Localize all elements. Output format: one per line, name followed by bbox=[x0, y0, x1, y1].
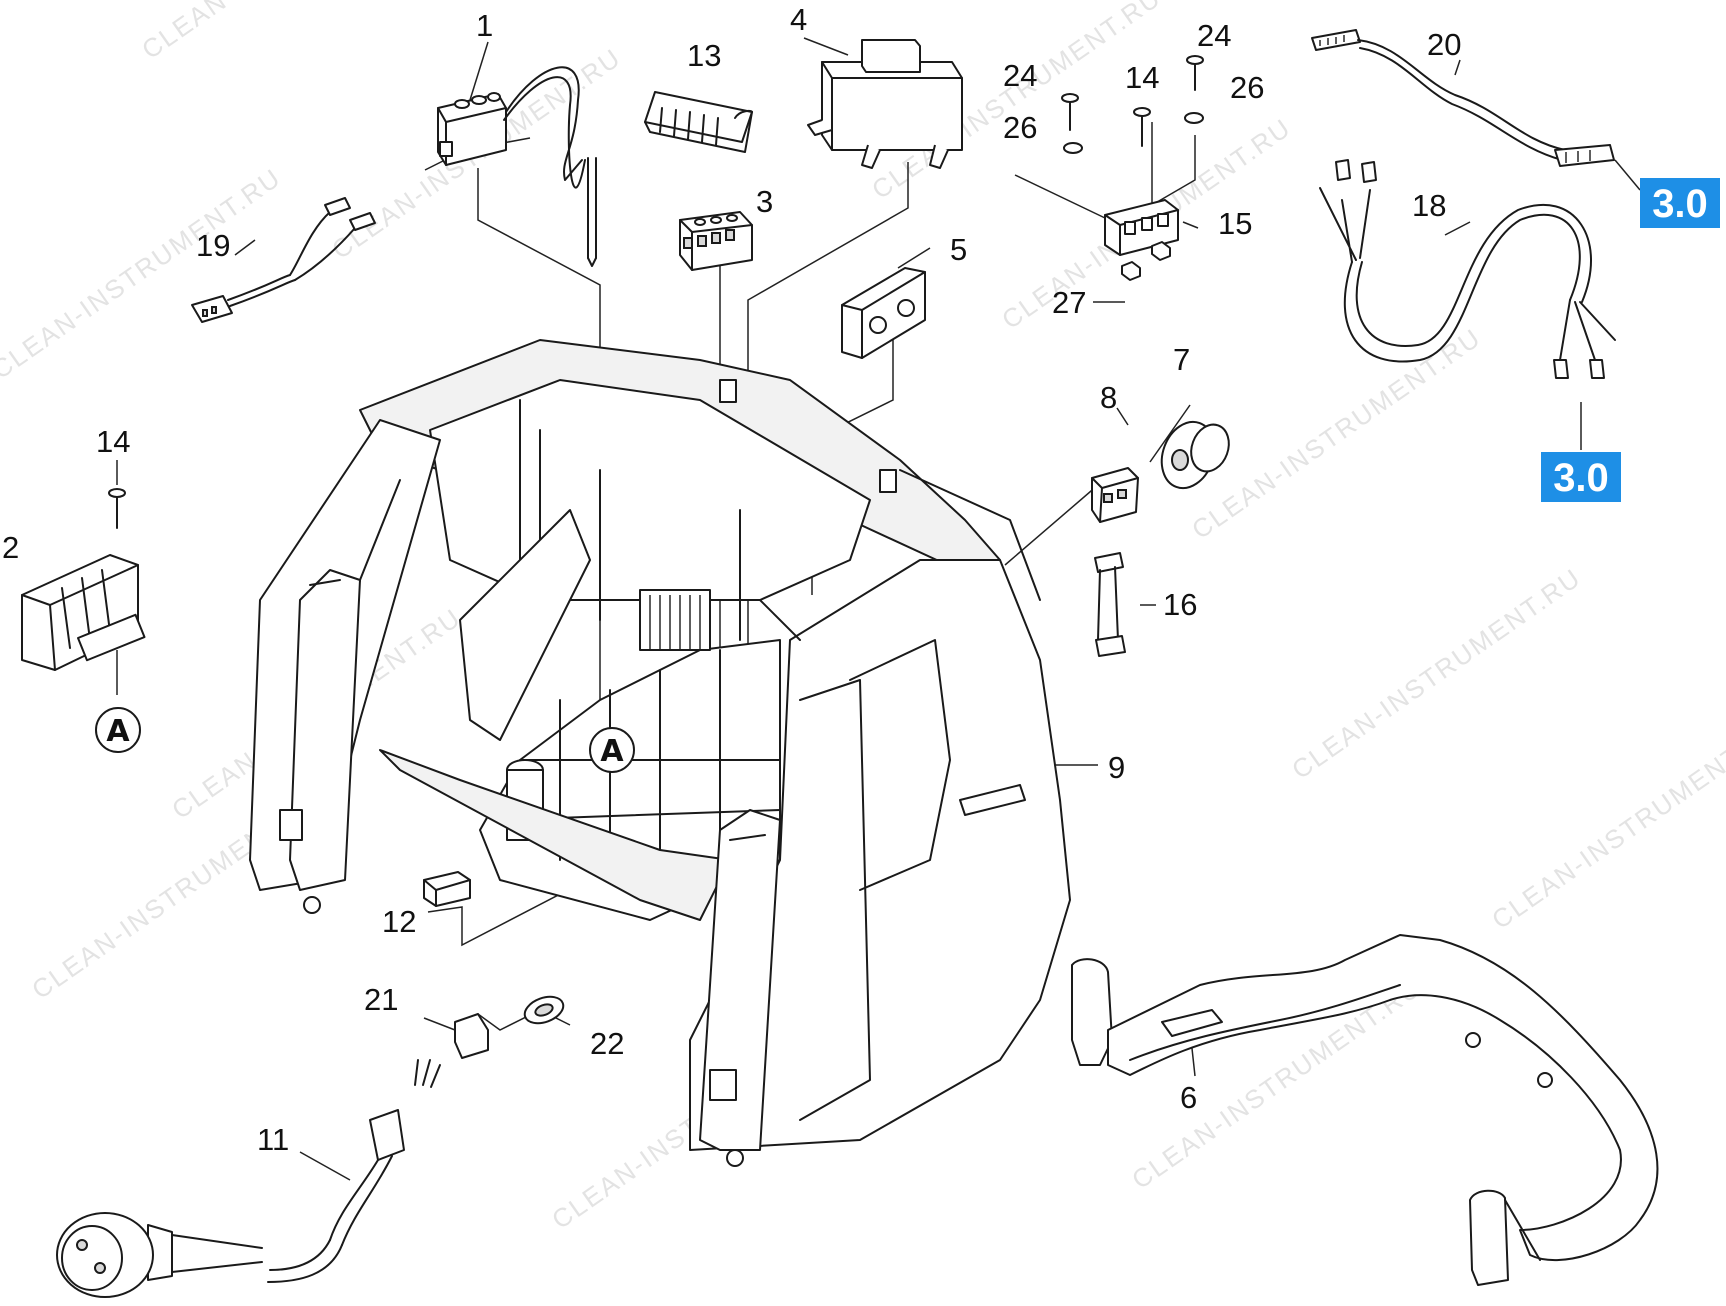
label-part-16: 16 bbox=[1163, 587, 1197, 622]
label-part-9: 9 bbox=[1108, 750, 1125, 785]
label-part-22: 22 bbox=[590, 1026, 624, 1061]
label-part-4: 4 bbox=[790, 2, 807, 37]
label-part-11: 11 bbox=[257, 1122, 289, 1157]
label-part-15: 15 bbox=[1218, 206, 1252, 241]
label-part-20: 20 bbox=[1427, 27, 1461, 62]
reference-badge-lower bbox=[1541, 452, 1621, 502]
reference-badge-upper-text: 3.0 bbox=[1652, 182, 1708, 226]
label-part-7: 7 bbox=[1173, 342, 1190, 377]
part-frame-handle bbox=[1071, 934, 1659, 1286]
reference-badges: 3.0 3.0 bbox=[1541, 178, 1720, 502]
part-main-housing: A bbox=[249, 339, 1071, 1167]
part-cable bbox=[1319, 159, 1616, 379]
part-terminal-block bbox=[679, 211, 753, 271]
part-bracket-plate bbox=[841, 267, 926, 359]
label-part-8: 8 bbox=[1100, 380, 1117, 415]
part-clip bbox=[423, 871, 471, 907]
marker-a-housing: A bbox=[600, 734, 624, 769]
part-cable-holder bbox=[644, 91, 753, 153]
label-part-14-right: 14 bbox=[1125, 60, 1159, 95]
label-part-14-left: 14 bbox=[96, 424, 130, 459]
part-thermostat bbox=[437, 66, 597, 267]
label-part-26-right: 26 bbox=[1230, 70, 1264, 105]
label-part-18: 18 bbox=[1412, 188, 1446, 223]
label-part-1: 1 bbox=[476, 8, 493, 43]
part-ribbon-cable bbox=[1311, 29, 1615, 167]
label-part-24-right: 24 bbox=[1197, 18, 1231, 53]
label-part-5: 5 bbox=[950, 232, 967, 267]
part-wire-harness-19 bbox=[191, 197, 376, 323]
marker-a-small: A bbox=[106, 714, 130, 749]
label-part-24-left: 24 bbox=[1003, 58, 1037, 93]
label-part-6: 6 bbox=[1180, 1080, 1197, 1115]
label-part-3: 3 bbox=[756, 184, 773, 219]
label-part-27: 27 bbox=[1052, 285, 1086, 320]
label-part-13: 13 bbox=[687, 38, 721, 73]
watermark: CLEAN-INSTRUMENT.RU bbox=[1186, 322, 1486, 545]
reference-badge-upper bbox=[1640, 178, 1720, 228]
marker-circle-a-housing bbox=[589, 727, 635, 773]
marker-circle-a-small bbox=[95, 707, 141, 753]
label-part-19: 19 bbox=[196, 228, 230, 263]
part-transformer bbox=[807, 39, 963, 169]
part-power-cable bbox=[56, 995, 565, 1298]
reference-badge-lower-text: 3.0 bbox=[1553, 456, 1609, 500]
part-screws-and-bracket bbox=[1061, 55, 1204, 281]
part-labels: 1 2 3 4 5 6 7 8 9 11 12 13 14 14 15 16 1… bbox=[2, 2, 1461, 1157]
part-switch-knob-cable bbox=[1091, 420, 1230, 657]
label-part-2: 2 bbox=[2, 530, 19, 565]
label-part-26-left: 26 bbox=[1003, 110, 1037, 145]
watermark: CLEAN-INSTRUMENT.RU bbox=[136, 0, 436, 65]
watermark: CLEAN-INSTRUMENT.RU bbox=[0, 162, 287, 385]
part-terminal-strip: A bbox=[21, 488, 146, 753]
label-part-12: 12 bbox=[382, 904, 416, 939]
watermark: CLEAN-INSTRUMENT.RU bbox=[1486, 712, 1726, 935]
watermark: CLEAN-INSTRUMENT.RU bbox=[1286, 562, 1586, 785]
label-part-21: 21 bbox=[364, 982, 398, 1017]
